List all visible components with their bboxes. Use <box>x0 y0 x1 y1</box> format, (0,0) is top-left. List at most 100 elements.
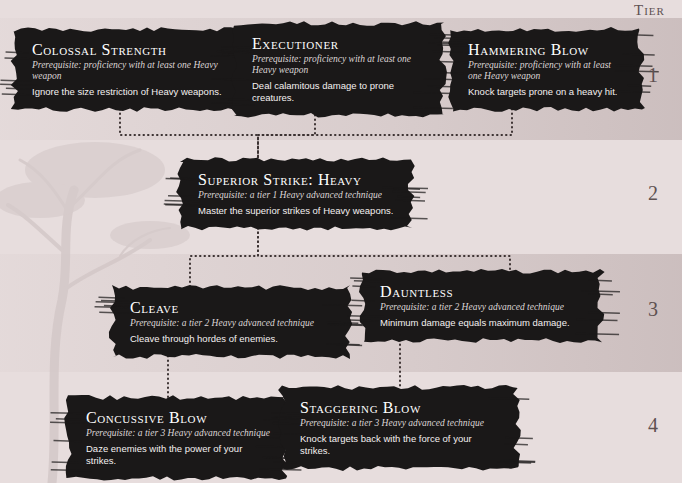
brush-streak <box>414 108 453 109</box>
description-text: Deal calamitous damage to prone creature… <box>252 80 428 104</box>
dotted-connector <box>399 340 401 388</box>
brush-streak <box>52 462 89 463</box>
brush-streak <box>439 42 471 43</box>
brush-streak <box>2 94 33 95</box>
brush-streak <box>326 322 358 323</box>
brush-streak <box>56 419 81 420</box>
brush-fill <box>109 285 352 359</box>
brush-streak <box>588 312 620 313</box>
brush-streak <box>440 72 463 73</box>
dotted-connector <box>258 109 512 160</box>
brush-streak <box>437 62 471 63</box>
tier-number: 4 <box>648 414 658 437</box>
brush-fill <box>278 385 521 471</box>
brush-streak <box>434 38 471 39</box>
dotted-connector <box>167 356 169 398</box>
brush-streak <box>165 200 200 201</box>
brush-streak <box>395 200 425 201</box>
brush-streak <box>354 281 384 282</box>
brush-streak <box>211 79 257 80</box>
brush-streak <box>413 93 453 94</box>
brush-fill <box>359 269 605 343</box>
foliage-watermark <box>0 142 190 249</box>
dotted-connector <box>120 109 258 160</box>
tier-number: 1 <box>648 64 658 87</box>
brush-streak <box>623 54 655 55</box>
dotted-connector <box>258 228 510 272</box>
dotted-connector <box>190 228 258 288</box>
technique-box: Staggering BlowPrerequisite: a tier 3 He… <box>282 388 518 468</box>
brush-streak <box>589 294 613 295</box>
brush-streak <box>577 320 618 321</box>
brush-streak <box>220 79 253 80</box>
prerequisite-text: Prerequisite: a tier 2 Heavy advanced te… <box>380 302 586 313</box>
technique-box: ExecutionerPrerequisite: proficiency wit… <box>234 24 444 115</box>
technique-title: Dauntless <box>380 282 586 301</box>
technique-box: DauntlessPrerequisite: a tier 2 Heavy ad… <box>362 272 602 340</box>
brush-streak <box>613 91 651 92</box>
brush-streak <box>0 84 37 85</box>
brush-streak <box>628 85 651 86</box>
description-text: Ignore the size restriction of Heavy wea… <box>32 86 226 98</box>
brush-streak <box>392 218 428 219</box>
tier-number: 2 <box>648 182 658 205</box>
brush-fill <box>448 27 645 112</box>
prerequisite-text: Prerequisite: a tier 3 Heavy advanced te… <box>86 428 270 439</box>
dotted-connector <box>258 115 315 160</box>
technique-title: Cleave <box>130 298 334 317</box>
brush-streak <box>260 469 302 470</box>
brush-streak <box>221 47 252 48</box>
description-text: Knock targets back with the force of you… <box>300 433 502 457</box>
column-heading: Tier <box>634 2 665 19</box>
tier-number: 3 <box>648 298 658 321</box>
brush-streak <box>349 320 378 321</box>
brush-fill <box>64 395 287 481</box>
brush-streak <box>498 462 531 463</box>
technique-title: Hammering Blow <box>468 40 626 59</box>
prerequisite-text: Prerequisite: proficiency with at least … <box>32 60 226 82</box>
brush-streak <box>99 312 132 313</box>
technique-box: Superior Strike: HeavyPrerequisite: a ti… <box>180 160 412 228</box>
brush-streak <box>272 418 299 419</box>
brush-streak <box>576 334 619 335</box>
brush-fill <box>232 21 447 117</box>
prerequisite-text: Prerequisite: proficiency with at least … <box>468 60 626 82</box>
technique-box: Hammering BlowPrerequisite: proficiency … <box>450 30 642 109</box>
brush-streak <box>217 51 249 52</box>
brush-streak <box>504 460 536 461</box>
brush-streak <box>383 188 428 189</box>
brush-fill <box>176 157 415 230</box>
technique-box: CleavePrerequisite: a tier 2 Heavy advan… <box>112 288 350 356</box>
brush-streak <box>5 58 37 59</box>
tier-band <box>0 254 682 372</box>
brush-streak <box>350 278 381 279</box>
description-text: Minimum damage equals maximum damage. <box>380 317 586 329</box>
brush-streak <box>504 444 528 445</box>
brush-streak <box>51 470 92 471</box>
technique-title: Superior Strike: Heavy <box>198 170 396 189</box>
brush-streak <box>398 196 420 197</box>
brush-streak <box>54 440 82 441</box>
brush-streak <box>351 300 374 301</box>
tier-band <box>0 18 682 140</box>
brush-streak <box>588 280 612 281</box>
brush-streak <box>1 80 32 81</box>
brush-streak <box>615 65 652 66</box>
prerequisite-text: Prerequisite: proficiency with at least … <box>252 54 428 76</box>
technique-title: Executioner <box>252 34 428 53</box>
brush-streak <box>489 398 530 399</box>
description-text: Master the superior strikes of Heavy wea… <box>198 205 396 217</box>
brush-streak <box>352 286 375 287</box>
prerequisite-text: Prerequisite: a tier 2 Heavy advanced te… <box>130 318 334 329</box>
brush-streak <box>6 52 28 53</box>
prerequisite-text: Prerequisite: a tier 3 Heavy advanced te… <box>300 418 502 429</box>
technique-box: Colossal StrengthPrerequisite: proficien… <box>14 30 242 109</box>
brush-streak <box>330 324 366 325</box>
technique-title: Staggering Blow <box>300 398 502 417</box>
brush-streak <box>322 305 362 306</box>
description-text: Cleave through hordes of enemies. <box>130 333 334 345</box>
brush-streak <box>581 291 619 292</box>
brush-streak <box>327 344 360 345</box>
